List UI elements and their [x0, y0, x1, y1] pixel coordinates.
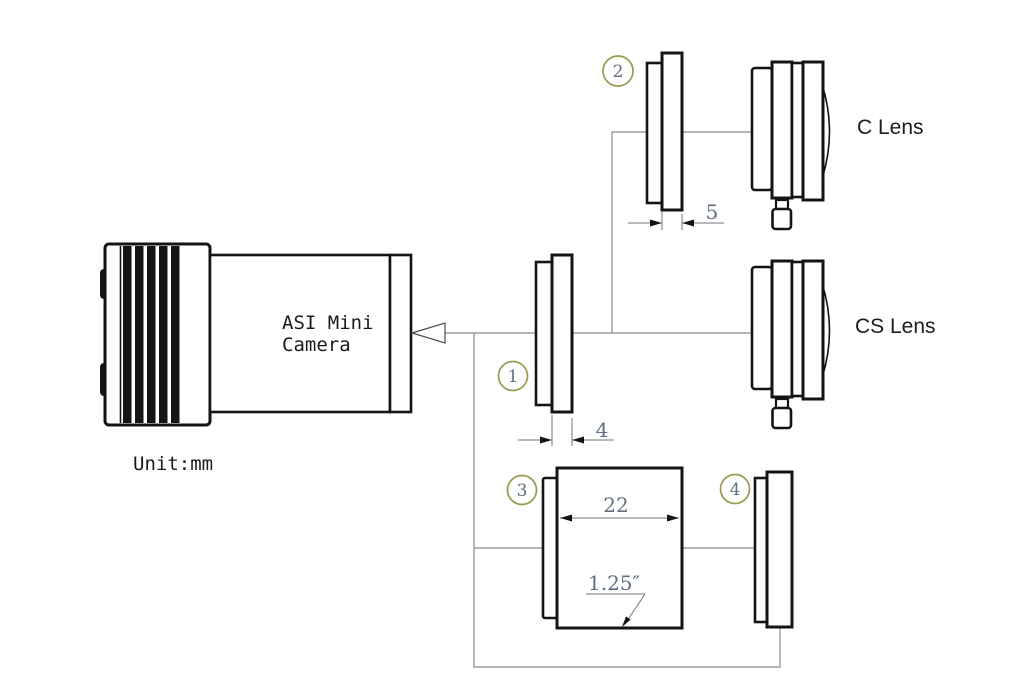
callout-3-number: 3: [517, 481, 528, 501]
heatsink-fins: [123, 246, 180, 423]
callout-1: 1: [497, 360, 529, 392]
c-lens-glass-arc: [821, 83, 831, 180]
adapter-2-flange: [660, 51, 684, 212]
adapter-1-inner-ring: [534, 260, 554, 407]
connector-lines: [445, 131, 781, 668]
callout-4: 4: [719, 473, 751, 505]
nosepiece-barrel: [555, 466, 684, 630]
dimension-nosepiece-length-value: 22: [603, 493, 628, 517]
cs-lens-glass-arc: [821, 282, 831, 379]
c-lens-label: C Lens: [857, 116, 924, 139]
callout-4-number: 4: [730, 480, 741, 500]
c-lens: [750, 60, 831, 231]
nosepiece-flange: [541, 476, 559, 620]
dimension-adapter-2: 5: [628, 200, 724, 230]
c-lens-front-ring: [801, 60, 825, 202]
cs-lens: [750, 259, 831, 430]
callout-3: 3: [506, 474, 538, 506]
camera-main-housing: [208, 253, 392, 414]
dimension-nosepiece-length: 22: [560, 493, 679, 522]
cs-lens-mount-barrel: [750, 265, 774, 391]
adapter-4: [753, 470, 794, 629]
callout-2: 2: [602, 55, 634, 87]
cs-lens-label: CS Lens: [855, 315, 936, 338]
cs-lens-ring-2: [790, 260, 805, 398]
dimension-adapter-1-value: 4: [596, 418, 609, 442]
branch-line-bottom-loop: [473, 333, 781, 668]
branch-line-c-lens: [611, 131, 752, 333]
cs-lens-front-ring: [801, 259, 825, 401]
cs-lens-thumb-screw: [771, 406, 793, 430]
dimension-adapter-2-value: 5: [706, 200, 719, 224]
c-lens-ring-1: [770, 60, 794, 200]
assembly-arrow-icon: [409, 322, 446, 344]
cs-lens-screw-stem: [774, 397, 790, 410]
cs-lens-ring-1: [770, 259, 794, 399]
adapter-4-inner-ring: [753, 476, 769, 624]
c-lens-thumb-screw: [771, 207, 793, 231]
camera-body: ASI Mini Camera: [100, 242, 413, 427]
nosepiece-3: [541, 466, 684, 630]
c-lens-ring-2: [790, 61, 805, 199]
adapter-2: [645, 51, 684, 212]
callout-1-number: 1: [508, 367, 519, 387]
dimension-nosepiece-diameter-value: 1.25″: [588, 571, 640, 595]
camera-front-plate: [388, 253, 413, 414]
unit-note: Unit:mm: [133, 453, 213, 475]
c-lens-mount-barrel: [750, 66, 774, 192]
dimension-nosepiece-diameter: 1.25″: [586, 571, 646, 627]
dimension-adapter-1: 4: [518, 415, 614, 446]
camera-label-line1: ASI Mini: [282, 312, 374, 334]
adapter-1-flange: [550, 253, 574, 414]
adapter-2-inner-ring: [645, 61, 664, 205]
adapter-4-flange: [765, 470, 794, 629]
c-lens-screw-stem: [774, 198, 790, 211]
callout-2-number: 2: [613, 62, 624, 82]
adapter-1: [534, 253, 574, 414]
camera-label-line2: Camera: [282, 334, 351, 356]
